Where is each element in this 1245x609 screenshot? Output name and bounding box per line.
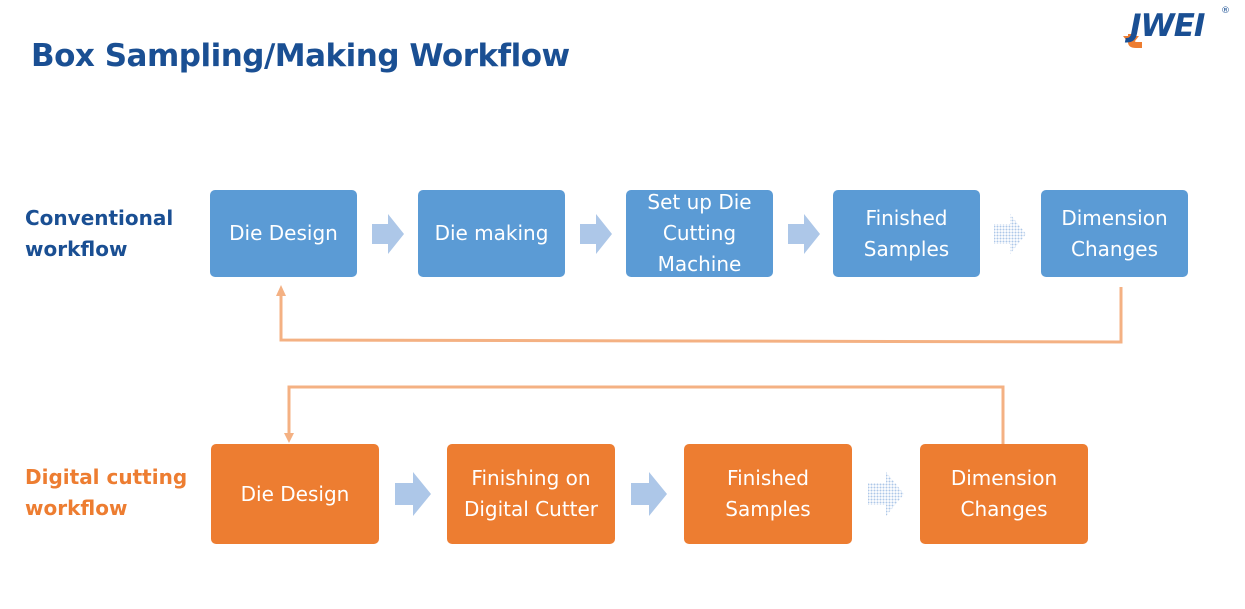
loop-arrowhead-icon	[276, 285, 286, 296]
step-label: Finished	[865, 205, 948, 230]
digital-step-finished-samples: Finished Samples	[684, 444, 852, 544]
feedback-loop-line	[287, 385, 1005, 444]
chevron-arrow-icon	[580, 214, 612, 254]
digital-step-dimension-changes: Dimension Changes	[920, 444, 1088, 544]
step-label: Samples	[725, 497, 811, 521]
registered-mark: ®	[1221, 6, 1230, 16]
conventional-workflow-label: Conventional workflow	[25, 203, 173, 265]
step-label: Die Design	[240, 481, 350, 506]
chevron-arrow-icon	[372, 214, 404, 254]
conventional-step-finished-samples: Finished Samples	[833, 190, 980, 277]
chevron-arrow-icon	[395, 472, 431, 516]
step-label: Dimension	[950, 466, 1058, 490]
label-line: workflow	[25, 496, 128, 520]
dotted-arrow-icon	[994, 214, 1026, 254]
dotted-arrow-icon	[868, 472, 904, 516]
conventional-step-die-making: Die making	[418, 190, 565, 277]
step-label: Changes	[960, 497, 1048, 521]
label-line: Conventional	[25, 206, 174, 230]
conventional-step-die-design: Die Design	[210, 190, 357, 277]
step-label: Finishing on	[471, 466, 591, 490]
chevron-arrow-icon	[631, 472, 667, 516]
label-line: workflow	[25, 237, 128, 261]
logo-j-mark-icon	[1123, 34, 1142, 48]
logo-text: JWEI	[1130, 8, 1205, 44]
conventional-step-dimension-changes: Dimension Changes	[1041, 190, 1188, 277]
conventional-step-set-up-die-cutting-machine: Set up Die Cutting Machine	[626, 190, 773, 277]
step-label: Die Design	[229, 221, 338, 245]
digital-step-die-design: Die Design	[211, 444, 379, 544]
step-label: Digital Cutter	[463, 497, 599, 521]
step-label: Cutting	[662, 221, 737, 245]
step-label: Machine	[657, 252, 742, 276]
step-label: Set up Die	[647, 190, 752, 214]
step-label: Dimension	[1061, 205, 1168, 230]
step-label: Finished	[727, 466, 809, 490]
step-label: Die making	[434, 221, 549, 245]
feedback-loop-line	[279, 287, 1123, 344]
digital-step-finishing-on-digital-cutter: Finishing on Digital Cutter	[447, 444, 615, 544]
page-title: Box Sampling/Making Workflow	[31, 38, 570, 74]
label-line: Digital cutting	[25, 465, 188, 489]
step-label: Changes	[1071, 236, 1158, 261]
digital-workflow-label: Digital cutting workflow	[25, 462, 187, 524]
brand-logo: JWEI ®	[1120, 6, 1232, 52]
step-label: Samples	[863, 236, 950, 261]
chevron-arrow-icon	[788, 214, 820, 254]
loop-arrowhead-icon	[284, 433, 294, 443]
